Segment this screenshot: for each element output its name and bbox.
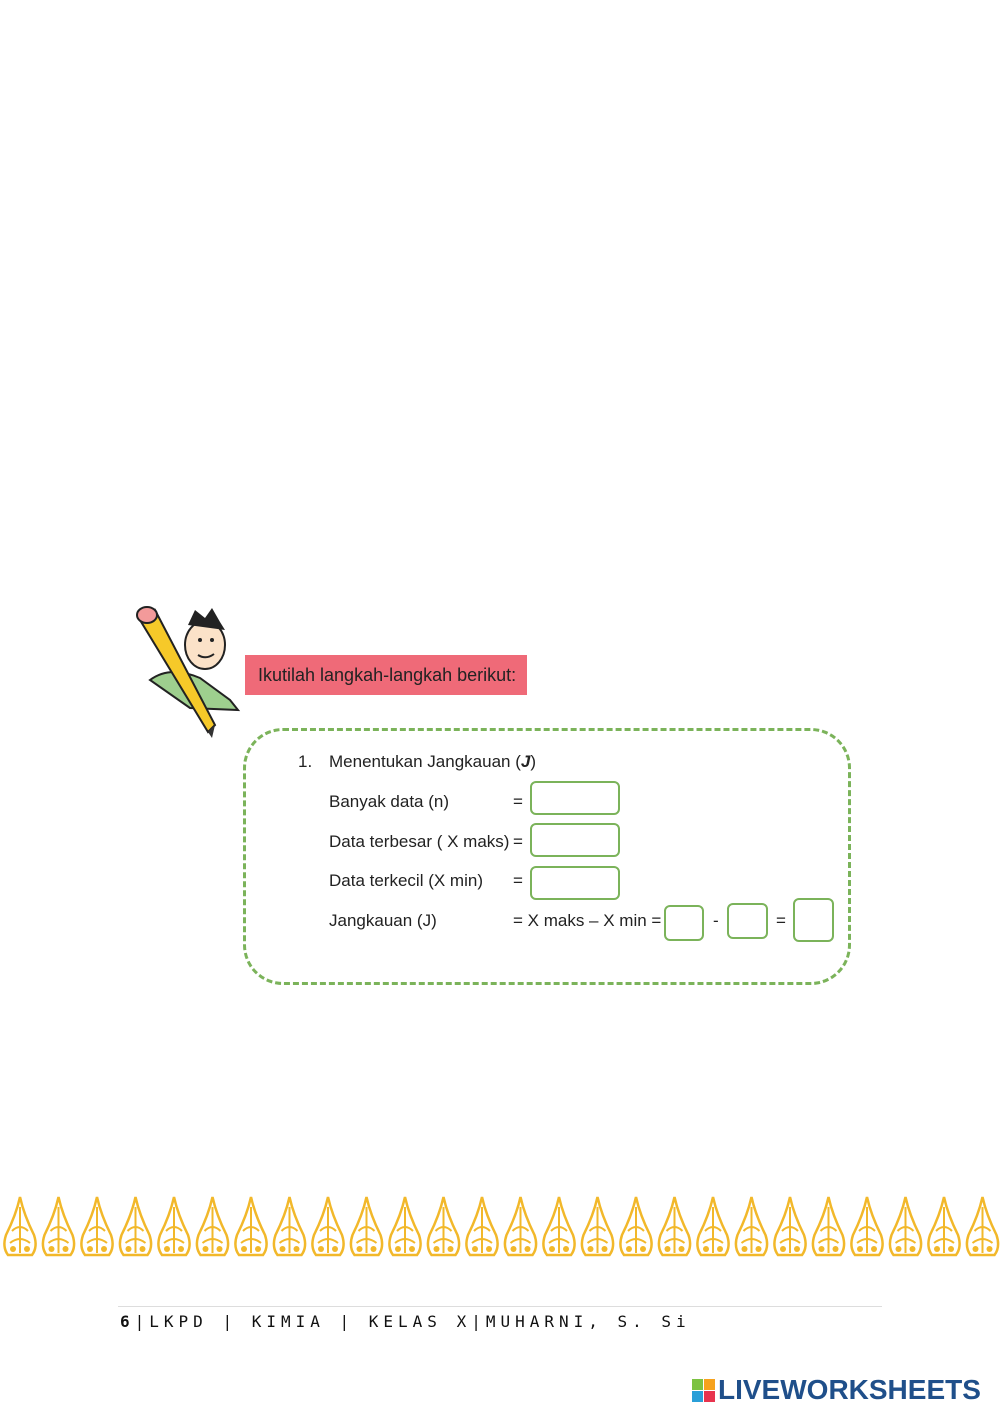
label-banyak-data: Banyak data (n) — [329, 792, 450, 811]
ornament-motif — [118, 1196, 153, 1257]
ornament-motif — [619, 1196, 653, 1257]
page-number: 6 — [120, 1312, 135, 1331]
task-box — [243, 728, 851, 985]
label-data-terkecil: Data terkecil (X min) — [329, 871, 483, 890]
equals-sign: = — [513, 871, 523, 890]
ornament-motif — [542, 1196, 576, 1257]
boy-with-pencil-illustration — [136, 606, 241, 738]
title-symbol: J — [520, 752, 531, 771]
ornament-motif — [388, 1196, 422, 1257]
range-result-input[interactable] — [793, 898, 834, 942]
ornament-motif — [41, 1196, 76, 1257]
ornament-motif — [234, 1196, 268, 1257]
footer: 6|LKPD | KIMIA | KELAS X|MUHARNI, S. Si — [120, 1312, 691, 1331]
equals-sign: = — [776, 911, 786, 930]
ornament-motif — [888, 1196, 923, 1257]
ornament-motif — [195, 1196, 230, 1257]
range-x-min-input[interactable] — [727, 903, 768, 939]
ornament-motif — [426, 1196, 461, 1257]
ornament-motif — [580, 1196, 615, 1257]
range-formula: = X maks – X min = — [513, 911, 662, 930]
ornament-motif — [965, 1196, 1000, 1257]
equals-sign: = — [513, 792, 523, 811]
x-maks-input[interactable] — [530, 823, 620, 857]
ornament-motif — [311, 1196, 345, 1257]
ornament-motif — [465, 1196, 499, 1257]
logo-text: LIVEWORKSHEETS — [718, 1374, 981, 1405]
footer-text: |LKPD | KIMIA | KELAS X|MUHARNI, S. Si — [134, 1312, 691, 1331]
banyak-data-input[interactable] — [530, 781, 620, 815]
ornament-motif — [3, 1196, 37, 1257]
instruction-banner: Ikutilah langkah-langkah berikut: — [245, 655, 527, 695]
range-x-maks-input[interactable] — [664, 905, 704, 941]
footer-divider — [118, 1306, 882, 1307]
minus-sign: - — [713, 911, 719, 930]
ornament-motif — [80, 1196, 114, 1257]
ornament-motif — [157, 1196, 191, 1257]
title-suffix: ) — [530, 752, 536, 771]
x-min-input[interactable] — [530, 866, 620, 900]
ornament-motif — [734, 1196, 769, 1257]
logo-squares-icon — [692, 1378, 715, 1402]
label-jangkauan: Jangkauan (J) — [329, 911, 437, 930]
equals-sign: = — [513, 832, 523, 851]
ornament-motif — [927, 1196, 961, 1257]
ornament-motif — [657, 1196, 692, 1257]
ornament-motif — [503, 1196, 538, 1257]
ornament-motif — [850, 1196, 884, 1257]
ornament-motif — [773, 1196, 807, 1257]
step-number: 1. — [298, 752, 313, 771]
liveworksheets-logo[interactable]: LIVEWORKSHEETS — [692, 1374, 981, 1406]
ornament-motif — [696, 1196, 730, 1257]
ornament-motif — [272, 1196, 307, 1257]
title-prefix: Menentukan Jangkauan ( — [329, 752, 521, 771]
label-data-terbesar: Data terbesar ( X maks) — [329, 832, 510, 851]
step-title: Menentukan Jangkauan (J) — [329, 752, 536, 772]
ornament-motif — [349, 1196, 384, 1257]
ornament-motif — [811, 1196, 846, 1257]
ornamental-border — [3, 1196, 1000, 1257]
